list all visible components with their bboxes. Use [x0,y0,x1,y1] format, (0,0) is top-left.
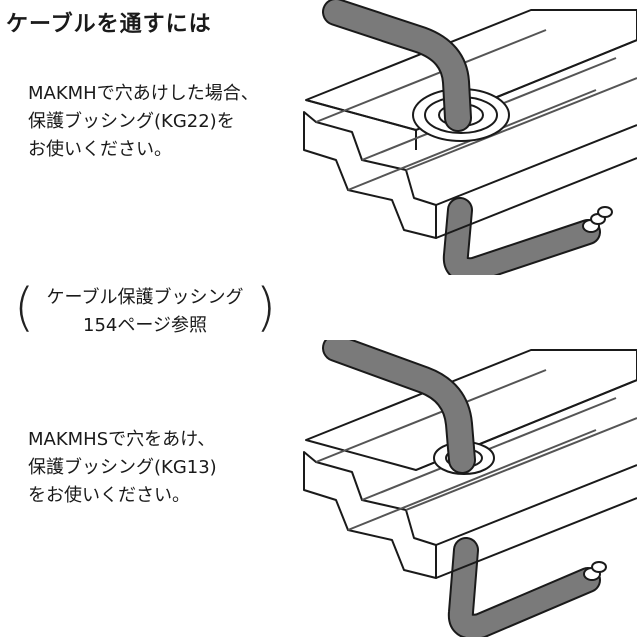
open-parenthesis: ( [14,278,35,338]
channel-top-face [305,349,637,471]
lower-instruction-line: をお使いください。 [28,485,190,506]
upper-instruction: MAKMHで穴あけした場合、 保護ブッシング(KG22)を お使いください。 [28,80,259,164]
page-reference-line: ケーブル保護ブッシング [46,287,244,308]
channel-rail-bushing-kg22-illustration [303,0,637,275]
lower-instruction-line: 保護ブッシング(KG13) [28,457,217,478]
channel-front-face [303,451,437,579]
lower-instruction: MAKMHSで穴をあけ、 保護ブッシング(KG13) をお使いください。 [28,426,217,510]
upper-instruction-line: 保護ブッシング(KG22)を [28,111,235,132]
upper-instruction-line: MAKMHで穴あけした場合、 [28,83,259,104]
page-reference: ( ケーブル保護ブッシング 154ページ参照 ) [14,278,276,342]
upper-instruction-line: お使いください。 [28,139,172,160]
channel-rail-bushing-kg13-illustration [303,340,637,637]
channel-front-face [303,111,437,239]
close-parenthesis: ) [255,278,276,338]
page-title: ケーブルを通すには [6,12,212,37]
page-reference-text: ケーブル保護ブッシング 154ページ参照 [28,284,262,340]
page-reference-line: 154ページ参照 [83,315,207,336]
lower-instruction-line: MAKMHSで穴をあけ、 [28,429,216,450]
